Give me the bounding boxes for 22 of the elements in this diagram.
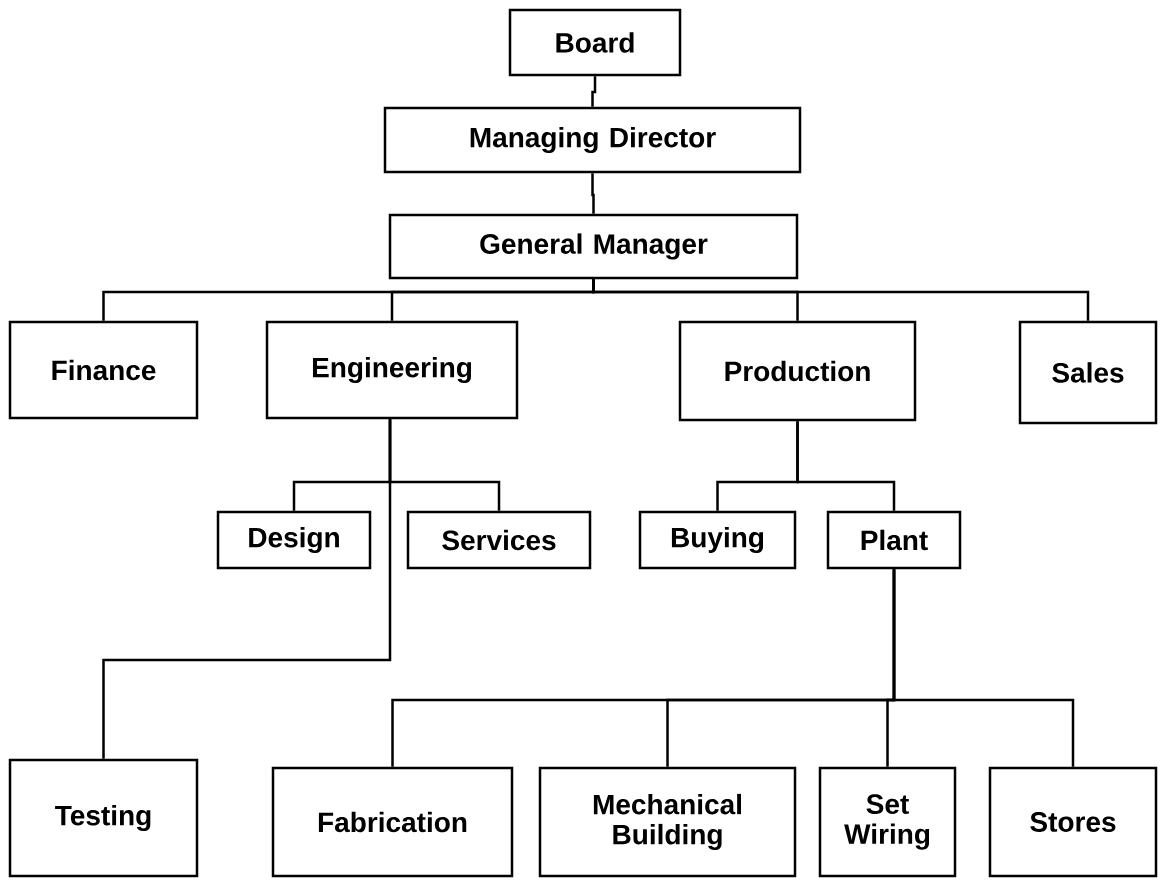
connector-line <box>102 419 392 759</box>
unit-box: Engineering <box>265 320 519 420</box>
unit-box: Finance <box>8 320 199 420</box>
unit-box: Board <box>508 8 682 77</box>
unit-box: Mechanical Building <box>538 766 797 878</box>
unit-box: Set Wiring <box>818 766 957 878</box>
connector-line <box>796 421 896 511</box>
unit-box: Services <box>406 510 592 570</box>
unit-box: Plant <box>826 510 962 570</box>
unit-box: Managing Director <box>383 106 802 174</box>
unit-box: Stores <box>988 766 1158 878</box>
unit-box: General Manager <box>388 213 799 280</box>
unit-box: Design <box>216 510 372 570</box>
unit-box: Buying <box>638 510 797 570</box>
unit-box: Fabrication <box>271 766 514 878</box>
connector-line <box>591 76 597 107</box>
unit-box: Testing <box>8 758 199 878</box>
connector-line <box>592 279 1090 321</box>
connector-line <box>892 569 1075 767</box>
connector-line <box>591 173 595 214</box>
unit-box: Sales <box>1018 320 1158 425</box>
unit-box: Production <box>678 320 917 422</box>
